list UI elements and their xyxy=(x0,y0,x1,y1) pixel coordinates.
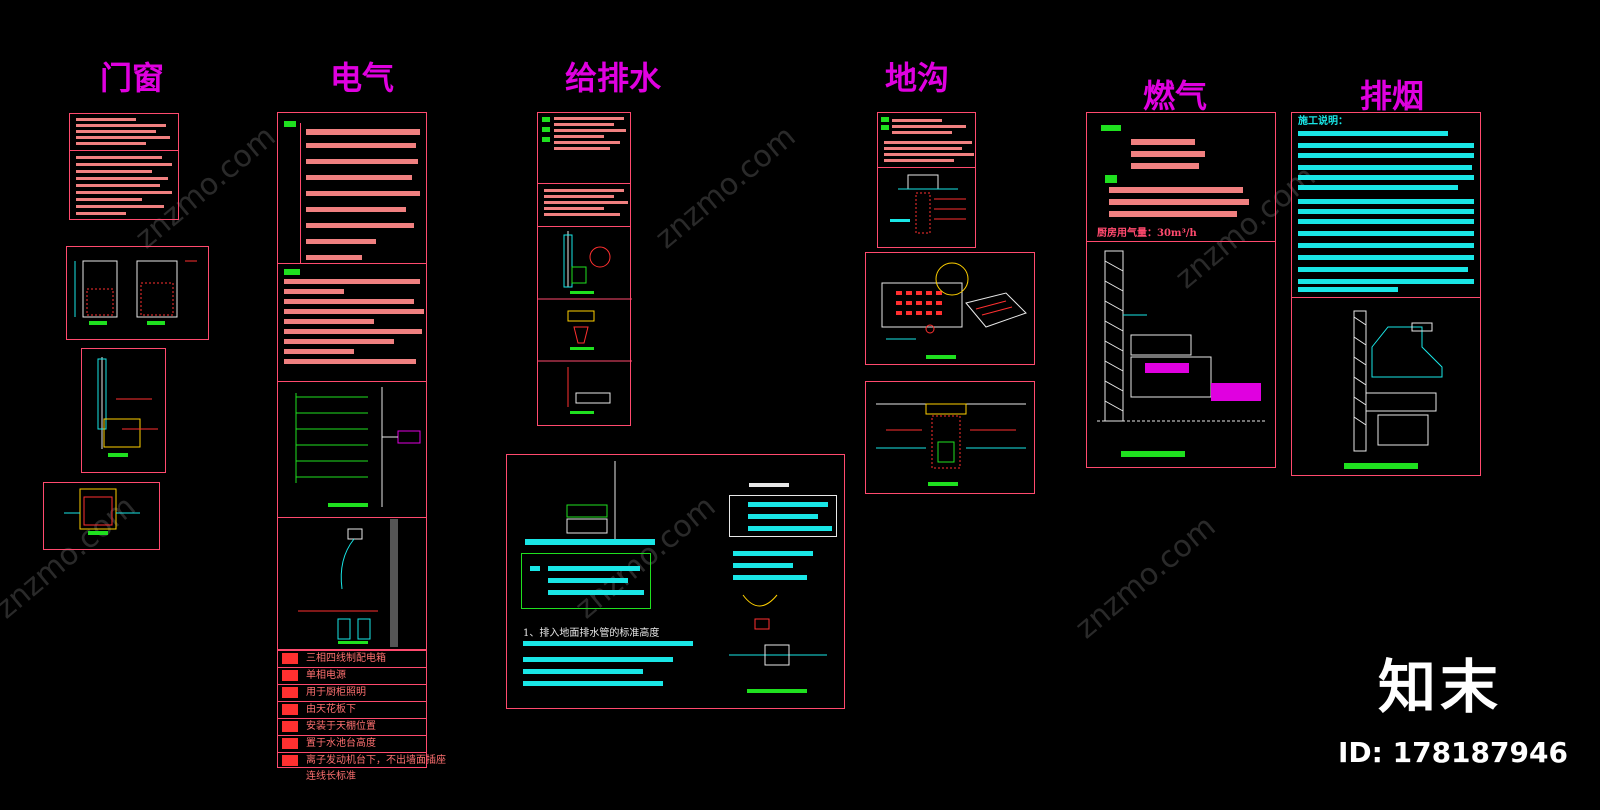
electrical-legend-text: 连线长标准 xyxy=(306,771,356,782)
doors-notes-panel xyxy=(69,113,179,220)
section-title-gas: 燃气 xyxy=(1143,77,1208,115)
trench-detail-2 xyxy=(865,381,1035,494)
electrical-legend-text: 三相四线制配电箱 xyxy=(306,653,386,664)
electrical-legend-text: 单相电源 xyxy=(306,670,346,681)
section-title-trench: 地沟 xyxy=(885,59,950,97)
section-title-plumbing: 给排水 xyxy=(565,59,662,97)
electrical-legend-text: 安装于天棚位置 xyxy=(306,721,376,732)
watermark: znzmo.com xyxy=(648,119,803,256)
doors-detail-2 xyxy=(81,348,166,473)
section-title-doors: 门窗 xyxy=(100,59,165,97)
electrical-legend-text: 由天花板下 xyxy=(306,704,356,715)
electrical-legend-text: 用于厨柜照明 xyxy=(306,687,366,698)
plumbing-note: 1、排入地面排水管的标准高度 xyxy=(523,628,660,639)
electrical-panel: 三相四线制配电箱 单相电源 用于厨柜照明 由天花板下 安装于天棚位置 置于水池台… xyxy=(277,112,446,782)
doors-detail-1 xyxy=(66,246,209,340)
brand-logo: 知末 xyxy=(1378,653,1503,721)
trench-panel xyxy=(877,112,976,248)
trench-detail-1 xyxy=(865,252,1035,365)
electrical-legend-text: 置于水池台高度 xyxy=(306,738,376,749)
plumbing-detail-panel: 1、排入地面排水管的标准高度 xyxy=(506,454,845,709)
exhaust-panel: 施工说明： xyxy=(1291,112,1481,476)
electrical-legend-text: 离子发动机台下，不出墙面插座 xyxy=(306,755,446,766)
section-title-electrical: 电气 xyxy=(330,59,395,97)
watermark: znzmo.com xyxy=(1068,509,1223,646)
section-title-exhaust: 排烟 xyxy=(1360,77,1425,115)
gas-usage-label: 厨房用气量：30m³/h xyxy=(1097,228,1197,239)
exhaust-heading: 施工说明： xyxy=(1298,116,1348,127)
plumbing-panel xyxy=(537,112,632,426)
doors-detail-3 xyxy=(43,482,160,550)
gas-panel: 厨房用气量：30m³/h xyxy=(1086,112,1276,468)
id-label: ID: 178187946 xyxy=(1338,736,1568,769)
